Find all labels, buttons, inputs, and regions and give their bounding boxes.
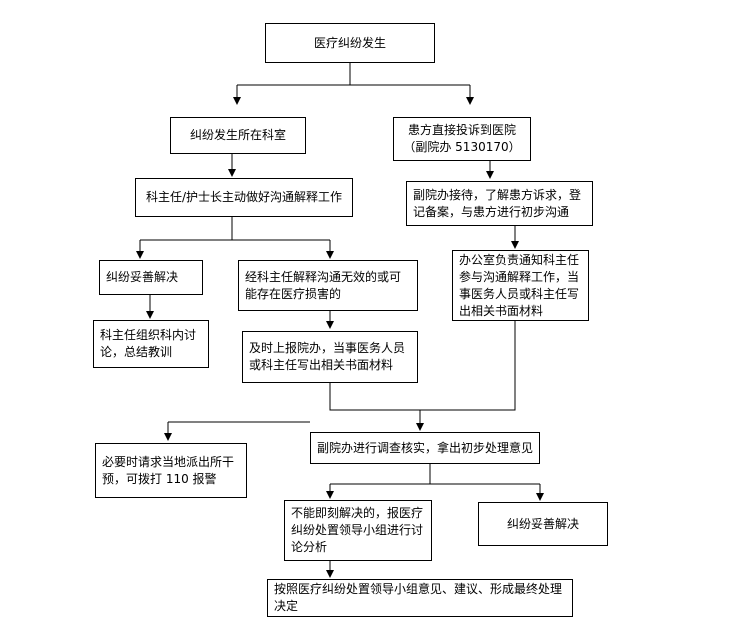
node-dept-resolved: 纠纷妥善解决 [99, 260, 203, 295]
node-police: 必要时请求当地派出所干预，可拨打 110 报警 [95, 443, 247, 498]
node-notify-label: 办公室负责通知科主任参与沟通解释工作，当事医务人员或科主任写出相关书面材料 [459, 252, 580, 318]
connector [420, 320, 516, 411]
node-start-label: 医疗纠纷发生 [313, 35, 386, 50]
node-dept-origin-label: 纠纷发生所在科室 [189, 128, 286, 142]
node-complaint-origin-label: 患方直接投诉到医院 [407, 123, 516, 137]
node-police-label: 必要时请求当地派出所干预，可拨打 110 报警 [102, 454, 235, 486]
node-director-action-label: 科主任/护士长主动做好沟通解释工作 [145, 190, 343, 204]
node-reception-label: 副院办接待，了解患方诉求，登记备案，与患方进行初步沟通 [413, 187, 582, 219]
node-complaint-phone: （副院办 5130170） [403, 140, 521, 154]
node-unresolved-label: 经科主任解释沟通无效的或可能存在医疗损害的 [245, 269, 402, 301]
node-notify: 办公室负责通知科主任参与沟通解释工作，当事医务人员或科主任写出相关书面材料 [452, 250, 589, 321]
node-dept-origin: 纠纷发生所在科室 [170, 117, 306, 154]
node-report: 及时上报院办，当事医务人员或科主任写出相关书面材料 [242, 331, 418, 383]
node-reception: 副院办接待，了解患方诉求，登记备案，与患方进行初步沟通 [406, 181, 593, 226]
node-investigation: 副院办进行调查核实，拿出初步处理意见 [310, 432, 540, 464]
node-investigation-label: 副院办进行调查核实，拿出初步处理意见 [317, 440, 534, 455]
node-director-action: 科主任/护士长主动做好沟通解释工作 [135, 178, 353, 217]
connector [329, 382, 420, 411]
node-dept-discussion: 科主任组织科内讨论，总结教训 [93, 320, 209, 368]
node-final-resolved: 纠纷妥善解决 [478, 502, 608, 546]
node-unresolved: 经科主任解释沟通无效的或可能存在医疗损害的 [238, 260, 418, 311]
node-dept-resolved-label: 纠纷妥善解决 [106, 270, 179, 284]
node-final-decision: 按照医疗纠纷处置领导小组意见、建议、形成最终处理决定 [267, 579, 573, 617]
node-final-decision-label: 按照医疗纠纷处置领导小组意见、建议、形成最终处理决定 [274, 582, 563, 613]
node-start: 医疗纠纷发生 [265, 23, 435, 63]
node-dept-discussion-label: 科主任组织科内讨论，总结教训 [100, 328, 197, 359]
node-report-label: 及时上报院办，当事医务人员或科主任写出相关书面材料 [249, 341, 406, 372]
node-final-resolved-label: 纠纷妥善解决 [506, 516, 579, 531]
node-escalate-label: 不能即刻解决的，报医疗纠纷处置领导小组进行讨论分析 [291, 506, 424, 554]
node-escalate: 不能即刻解决的，报医疗纠纷处置领导小组进行讨论分析 [284, 500, 432, 561]
node-complaint-origin: 患方直接投诉到医院 （副院办 5130170） [393, 117, 531, 161]
